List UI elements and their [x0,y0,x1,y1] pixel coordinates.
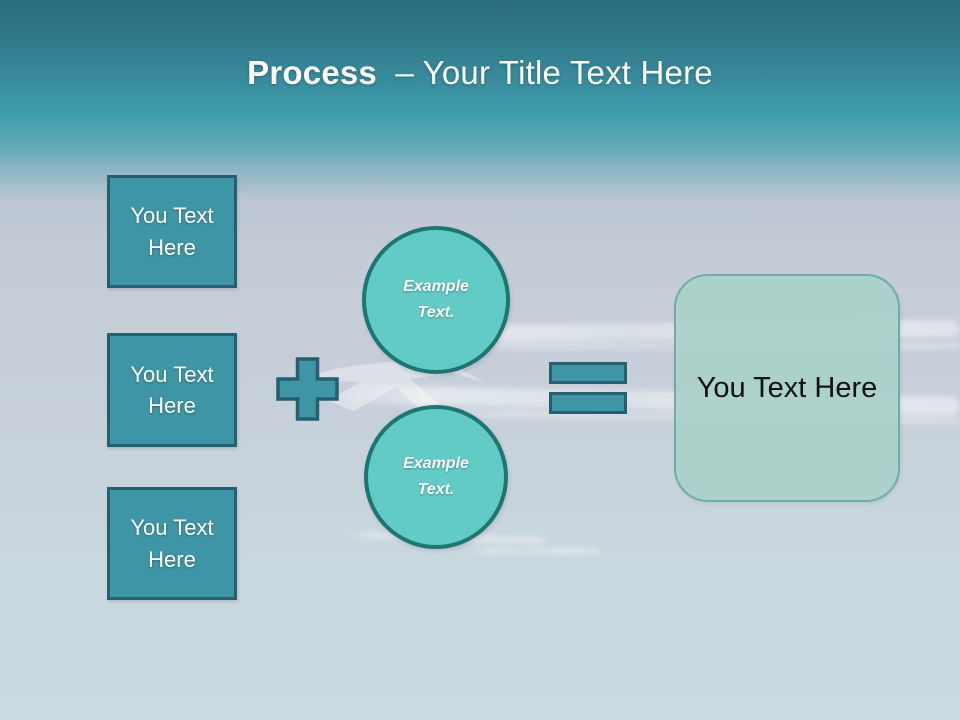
input-box-2[interactable]: You Text Here [107,333,237,447]
title-keyword: Process [247,54,377,91]
input-box-3-label: You Text Here [130,515,214,572]
example-circle-2[interactable]: Example Text. [364,405,508,549]
input-box-1[interactable]: You Text Here [107,175,237,288]
equals-bar-bottom [549,392,627,414]
slide-title[interactable]: Process – Your Title Text Here [0,0,960,92]
input-box-3[interactable]: You Text Here [107,487,237,600]
equals-icon [549,362,627,414]
equals-bar-top [549,362,627,384]
title-rest: – Your Title Text Here [395,54,713,91]
example-circle-1-label: Example Text. [403,278,469,321]
contrail-streak [470,547,600,555]
example-circle-2-label: Example Text. [403,455,469,498]
input-box-1-label: You Text Here [130,203,214,260]
result-box[interactable]: You Text Here [674,274,900,502]
result-box-label: You Text Here [696,371,878,404]
example-circle-1[interactable]: Example Text. [362,226,510,374]
input-box-2-label: You Text Here [130,361,214,418]
plus-icon [276,357,339,421]
